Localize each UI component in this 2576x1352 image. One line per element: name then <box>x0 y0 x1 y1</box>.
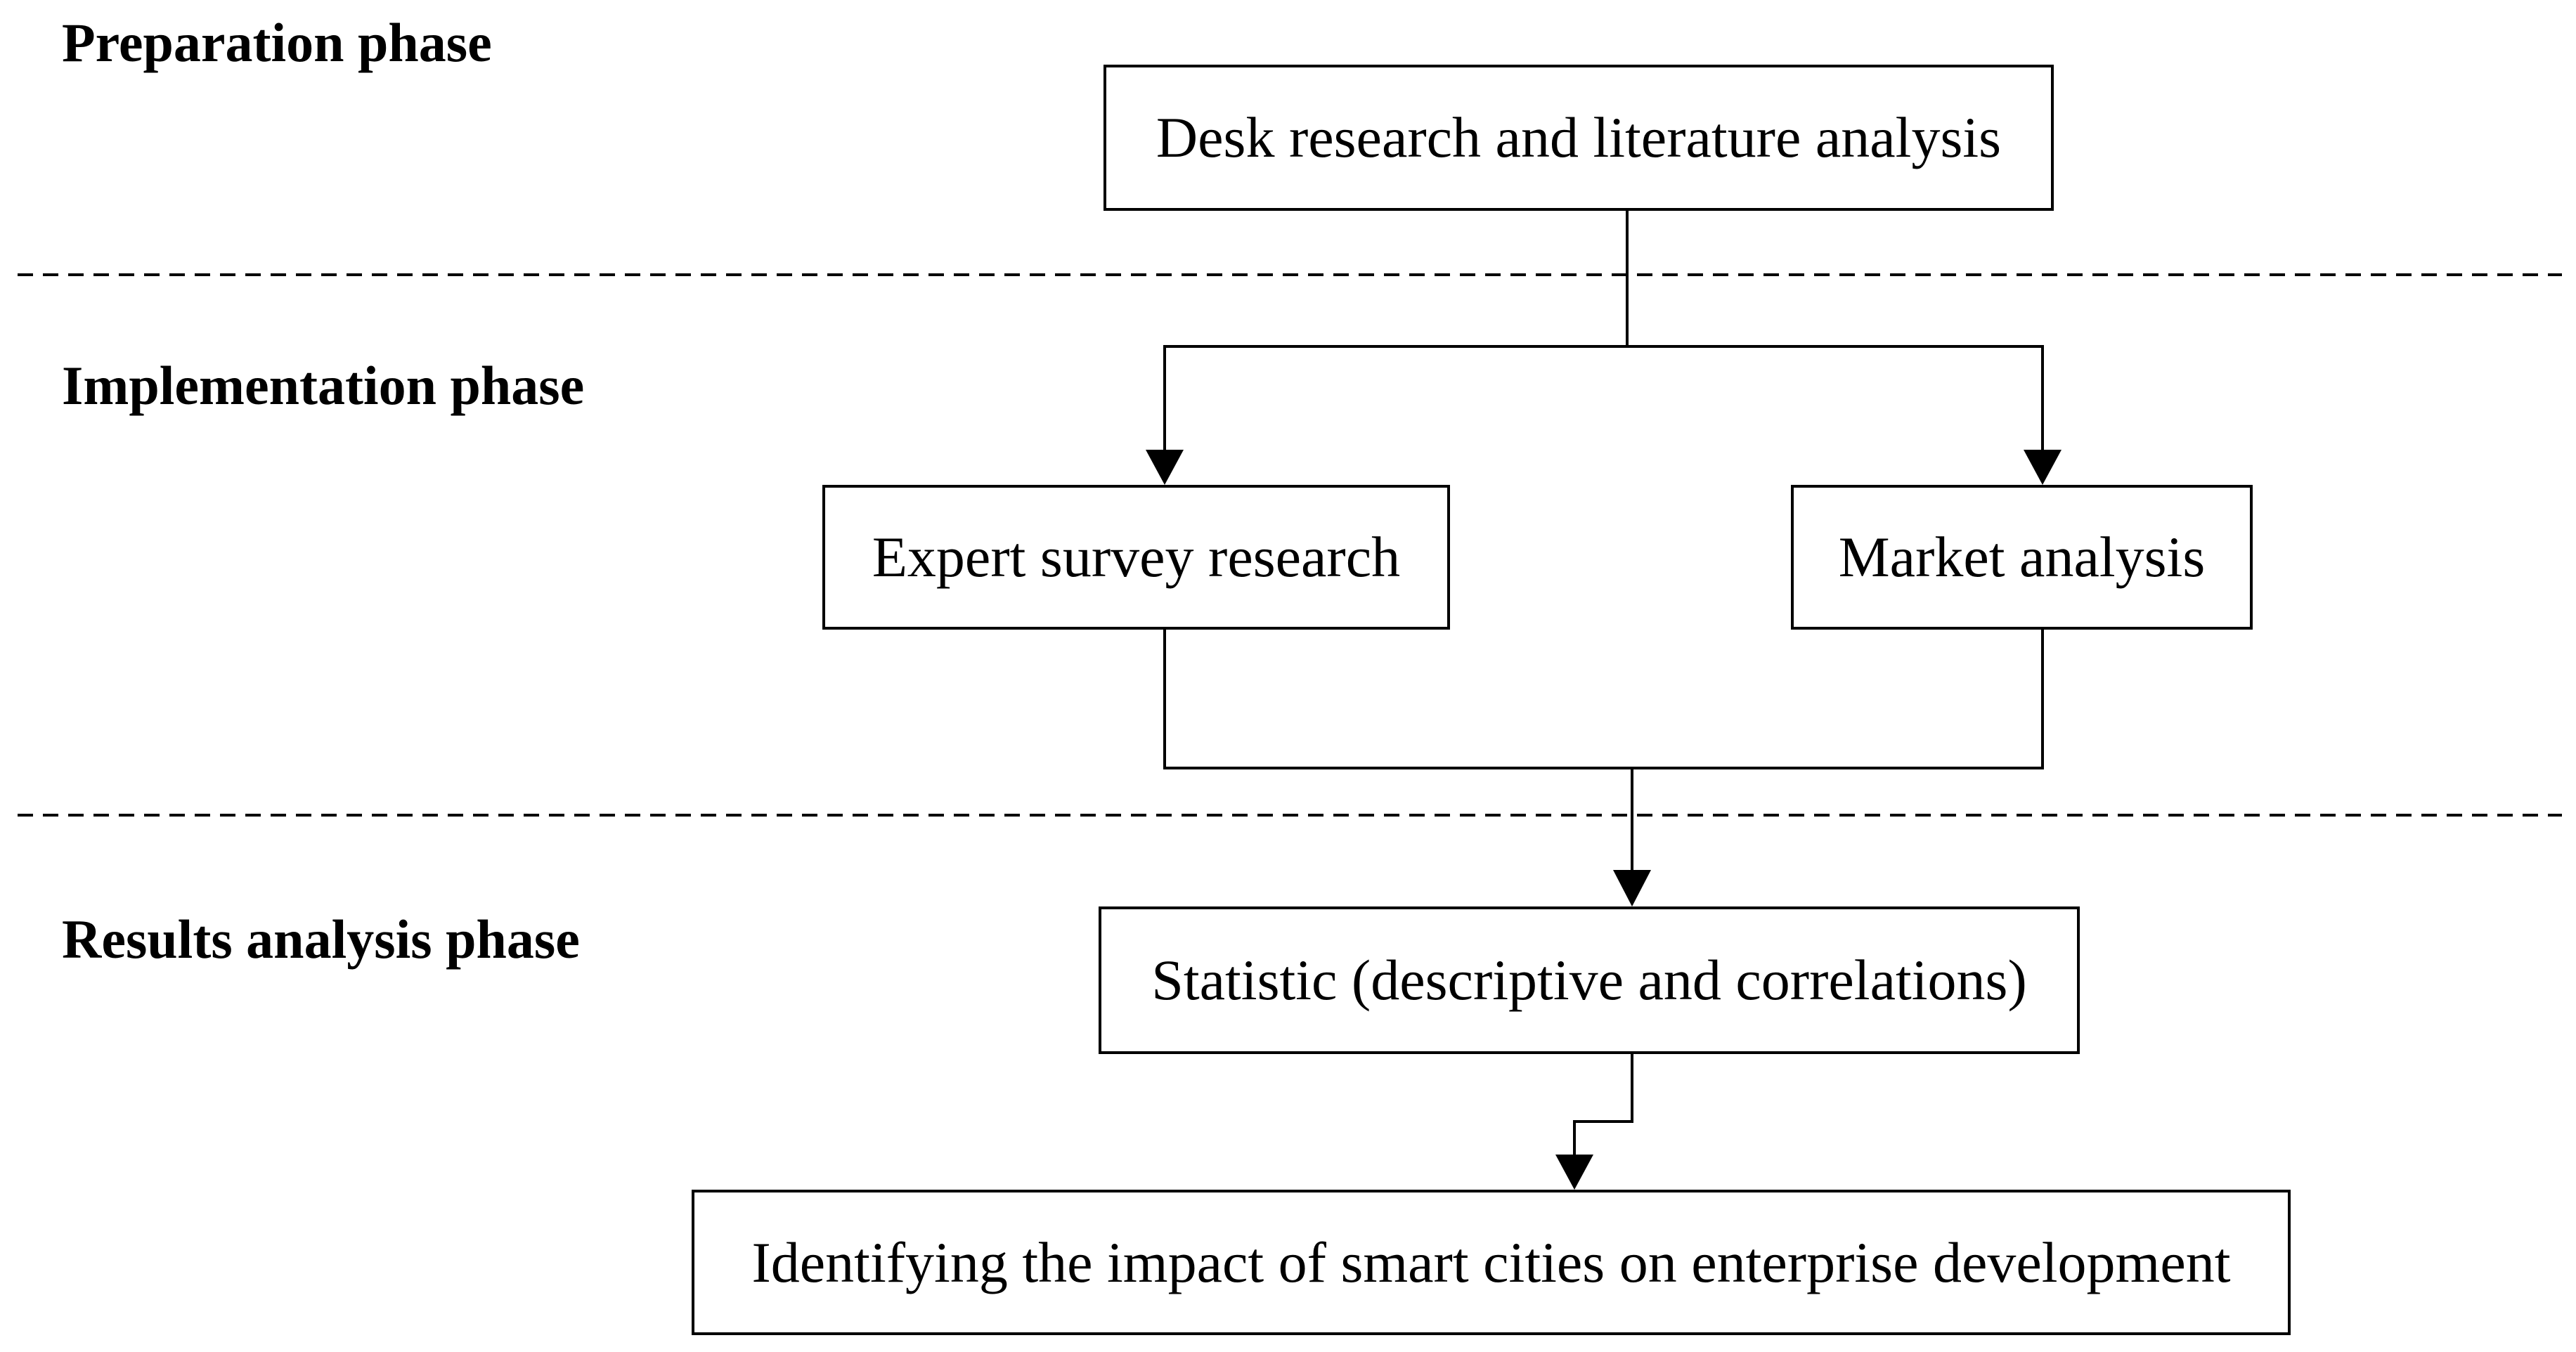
connector-expert-down <box>1163 628 1632 769</box>
box-desk-research: Desk research and literature analysis <box>1103 65 2054 211</box>
phase-label-preparation: Preparation phase <box>62 12 492 73</box>
connector-split-left <box>1163 345 1627 453</box>
connector-statistic-to-impact <box>1573 1053 1633 1158</box>
arrowhead-to-expert-survey <box>1146 450 1184 485</box>
box-impact: Identifying the impact of smart cities o… <box>692 1190 2291 1335</box>
box-statistic-label: Statistic (descriptive and correlations) <box>1151 948 2027 1012</box>
box-expert-survey-label: Expert survey research <box>872 525 1401 589</box>
box-expert-survey: Expert survey research <box>822 485 1450 630</box>
phase-label-results: Results analysis phase <box>62 909 580 970</box>
box-desk-research-label: Desk research and literature analysis <box>1156 105 2002 169</box>
box-impact-label: Identifying the impact of smart cities o… <box>751 1230 2231 1294</box>
arrowhead-to-impact <box>1555 1155 1593 1190</box>
phase-label-implementation: Implementation phase <box>62 355 585 416</box>
box-market-analysis-label: Market analysis <box>1838 525 2206 589</box>
box-statistic: Statistic (descriptive and correlations) <box>1099 906 2080 1054</box>
box-market-analysis: Market analysis <box>1791 485 2253 630</box>
arrowhead-to-market-analysis <box>2024 450 2062 485</box>
connector-market-down <box>1632 628 2044 769</box>
connector-split-right <box>1627 345 2044 453</box>
arrowhead-to-statistic <box>1613 870 1651 906</box>
